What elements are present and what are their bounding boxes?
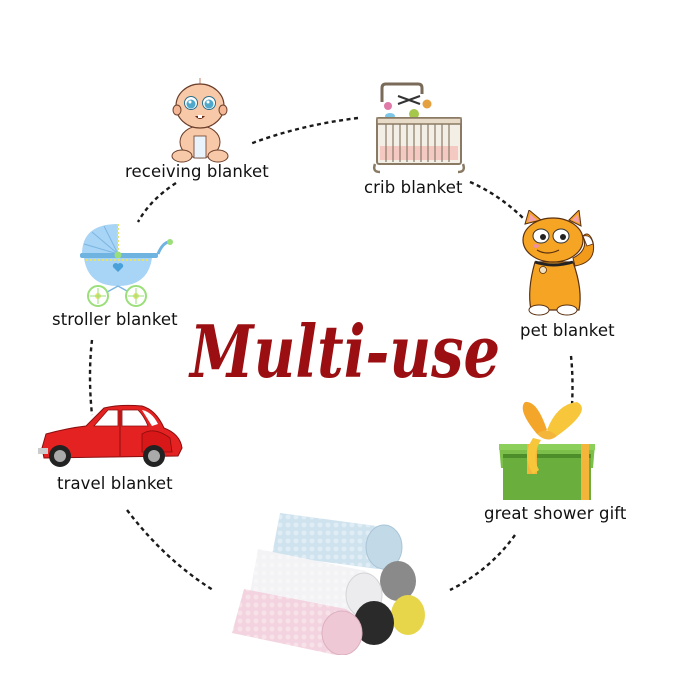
use-label-pet-blanket: pet blanket: [520, 321, 615, 340]
use-label-stroller-blanket: stroller blanket: [52, 310, 178, 329]
cat-icon: [517, 208, 599, 318]
red-car-icon: [38, 404, 184, 470]
use-label-travel-blanket: travel blanket: [57, 474, 173, 493]
baby-icon: [168, 74, 232, 166]
crib-icon: [372, 82, 466, 174]
use-label-great-shower-gift: great shower gift: [484, 504, 627, 523]
title-text: Multi-use: [188, 309, 500, 394]
use-label-crib-blanket: crib blanket: [364, 178, 463, 197]
multi-use-title: Multi-use: [188, 309, 500, 394]
gift-box-icon: [497, 400, 597, 502]
rolled-blankets-icon: [228, 505, 433, 656]
stroller-icon: [78, 220, 174, 308]
use-label-receiving-blanket: receiving blanket: [125, 162, 269, 181]
